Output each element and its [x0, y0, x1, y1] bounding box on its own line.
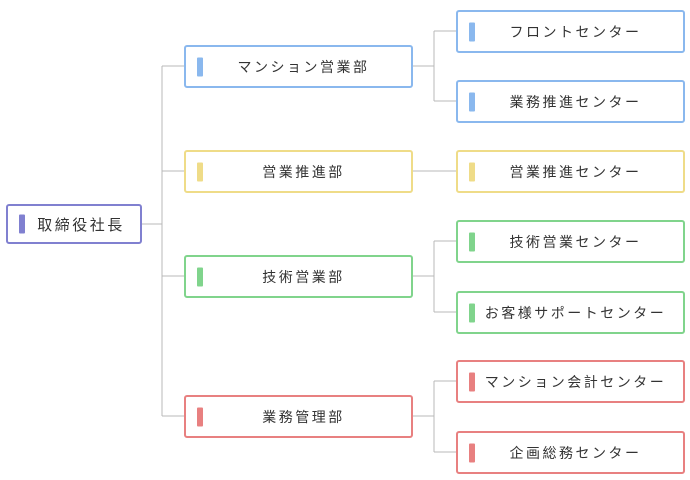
center-label: 企画総務センター [509, 445, 642, 462]
department-label: 技術営業部 [262, 269, 345, 286]
color-marker [469, 372, 475, 391]
color-marker [19, 214, 25, 234]
root-label: 取締役社長 [37, 215, 125, 234]
center-node[interactable]: マンション会計センター [456, 360, 685, 403]
center-label: 業務推進センター [509, 94, 642, 111]
department-node[interactable]: 営業推進部 [184, 150, 413, 193]
center-node[interactable]: 営業推進センター [456, 150, 685, 193]
center-node[interactable]: 企画総務センター [456, 431, 685, 474]
center-node[interactable]: フロントセンター [456, 10, 685, 53]
color-marker [469, 162, 475, 181]
center-node[interactable]: お客様サポートセンター [456, 291, 685, 334]
root-node[interactable]: 取締役社長 [6, 204, 142, 244]
department-label: 業務管理部 [262, 409, 345, 426]
color-marker [197, 267, 203, 286]
center-label: 営業推進センター [509, 164, 642, 181]
color-marker [469, 92, 475, 111]
department-label: マンション営業部 [237, 59, 370, 76]
center-label: マンション会計センター [484, 374, 667, 391]
color-marker [469, 443, 475, 462]
department-node[interactable]: マンション営業部 [184, 45, 413, 88]
department-label: 営業推進部 [262, 164, 345, 181]
color-marker [469, 22, 475, 41]
department-node[interactable]: 業務管理部 [184, 395, 413, 438]
color-marker [469, 232, 475, 251]
center-label: お客様サポートセンター [484, 305, 667, 322]
color-marker [197, 162, 203, 181]
center-label: 技術営業センター [509, 234, 642, 251]
color-marker [197, 57, 203, 76]
center-node[interactable]: 業務推進センター [456, 80, 685, 123]
center-label: フロントセンター [509, 24, 642, 41]
color-marker [469, 303, 475, 322]
department-node[interactable]: 技術営業部 [184, 255, 413, 298]
color-marker [197, 407, 203, 426]
center-node[interactable]: 技術営業センター [456, 220, 685, 263]
